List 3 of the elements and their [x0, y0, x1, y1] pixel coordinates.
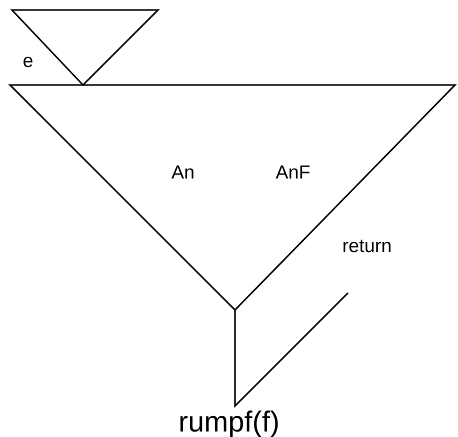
single-letter-label: e	[24, 56, 32, 68]
return-label: return	[344, 240, 390, 252]
function-label: rumpf(f)	[180, 410, 278, 437]
